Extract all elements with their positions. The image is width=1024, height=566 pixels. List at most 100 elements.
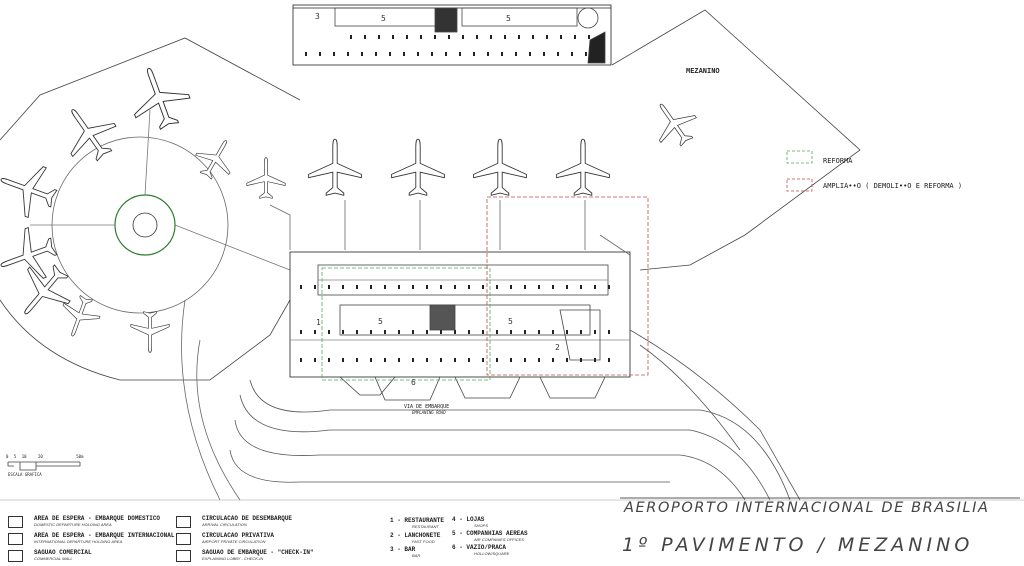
structural-column xyxy=(434,35,436,39)
structural-column xyxy=(347,52,349,56)
drawing-title: AEROPORTO INTERNACIONAL DE BRASILIA xyxy=(624,500,990,516)
structural-column xyxy=(552,330,554,334)
room-number: 5 xyxy=(508,317,513,326)
drawing-subtitle: 1º PAVIMENTO / MEZANINO xyxy=(622,534,974,556)
structural-column xyxy=(328,358,330,362)
scale-label: ESCALA GRAFICA xyxy=(8,472,42,477)
structural-column xyxy=(468,330,470,334)
structural-column xyxy=(501,52,503,56)
room-number: 2 xyxy=(555,343,560,352)
structural-column xyxy=(543,52,545,56)
structural-column xyxy=(403,52,405,56)
structural-column xyxy=(333,52,335,56)
structural-column xyxy=(440,358,442,362)
room-number: 5 xyxy=(506,14,511,23)
aircraft-icon xyxy=(658,103,697,147)
structural-column xyxy=(389,52,391,56)
aircraft-icon xyxy=(62,295,101,337)
structural-column xyxy=(557,52,559,56)
structural-column xyxy=(342,285,344,289)
structural-column xyxy=(378,35,380,39)
structural-column xyxy=(440,330,442,334)
structural-column xyxy=(412,358,414,362)
structural-column xyxy=(384,285,386,289)
legend-swatch xyxy=(176,533,191,545)
mezzanine-label: MEZANINO xyxy=(686,68,720,76)
structural-column xyxy=(342,358,344,362)
structural-column xyxy=(431,52,433,56)
structural-column xyxy=(580,330,582,334)
mezzanine-outline xyxy=(292,4,612,66)
structural-column xyxy=(398,285,400,289)
structural-column xyxy=(314,358,316,362)
structural-column xyxy=(454,358,456,362)
structural-column xyxy=(538,358,540,362)
structural-column xyxy=(566,330,568,334)
structural-column xyxy=(370,330,372,334)
structural-column xyxy=(305,52,307,56)
structural-column xyxy=(406,35,408,39)
structural-column xyxy=(538,285,540,289)
structural-column xyxy=(482,330,484,334)
structural-column xyxy=(350,35,352,39)
structural-column xyxy=(361,52,363,56)
structural-column xyxy=(314,330,316,334)
legend-label: AREA DE ESPERA - EMBARQUE INTERNACIONAL xyxy=(34,532,175,539)
legend-label: AREA DE ESPERA - EMBARQUE DOMESTICO xyxy=(34,515,161,522)
structural-column xyxy=(594,285,596,289)
structural-column xyxy=(546,35,548,39)
aircraft-icon xyxy=(195,140,231,180)
structural-column xyxy=(574,35,576,39)
structural-column xyxy=(375,52,377,56)
structural-column xyxy=(504,35,506,39)
structural-column xyxy=(594,358,596,362)
scale-bar xyxy=(7,461,81,471)
structural-column xyxy=(608,330,610,334)
legend-swatch xyxy=(8,533,23,545)
structural-column xyxy=(370,358,372,362)
legend-sublabel: AIRPORT PRIVATE CIRCULATION xyxy=(202,539,266,544)
structural-column xyxy=(473,52,475,56)
numbered-legend-sublabel: RESTAURANT xyxy=(412,524,439,529)
structural-column xyxy=(552,358,554,362)
numbered-legend-label: 4 - LOJAS xyxy=(452,516,485,523)
legend-sublabel: INTERNATIONAL DEPARTURE HOLDING AREA xyxy=(34,539,123,544)
room-number: 1 xyxy=(316,318,321,327)
structural-column xyxy=(490,35,492,39)
legend-sublabel: COMMERCIAL MALL xyxy=(34,556,73,561)
structural-column xyxy=(518,35,520,39)
numbered-legend-label: 1 - RESTAURANTE xyxy=(390,517,445,524)
legend-swatch xyxy=(176,550,191,562)
structural-column xyxy=(384,358,386,362)
aircraft-icon xyxy=(70,109,117,162)
structural-column xyxy=(594,330,596,334)
road-label-en: EMPLANING ROAD xyxy=(412,410,446,415)
structural-column xyxy=(487,52,489,56)
aircraft-icon xyxy=(391,138,445,196)
structural-column xyxy=(482,358,484,362)
structural-column xyxy=(608,358,610,362)
structural-column xyxy=(532,35,534,39)
structural-column xyxy=(560,35,562,39)
scale-ticks: 0 5 10 20 50m xyxy=(6,454,84,459)
structural-column xyxy=(462,35,464,39)
apron-outline xyxy=(0,9,861,271)
structural-column xyxy=(398,330,400,334)
room-number: 5 xyxy=(378,317,383,326)
apron-outline-left xyxy=(0,299,291,381)
structural-column xyxy=(566,285,568,289)
structural-column xyxy=(426,358,428,362)
structural-column xyxy=(448,35,450,39)
structural-column xyxy=(356,330,358,334)
structural-column xyxy=(476,35,478,39)
numbered-legend-sublabel: AIR COMPANIES OFFICES xyxy=(474,537,524,542)
structural-column xyxy=(314,285,316,289)
structural-column xyxy=(524,358,526,362)
legend-reforma: REFORMA xyxy=(823,157,853,165)
legend-swatch xyxy=(8,550,23,562)
structural-column xyxy=(412,330,414,334)
structural-column xyxy=(580,358,582,362)
structural-column xyxy=(356,285,358,289)
structural-column xyxy=(300,285,302,289)
